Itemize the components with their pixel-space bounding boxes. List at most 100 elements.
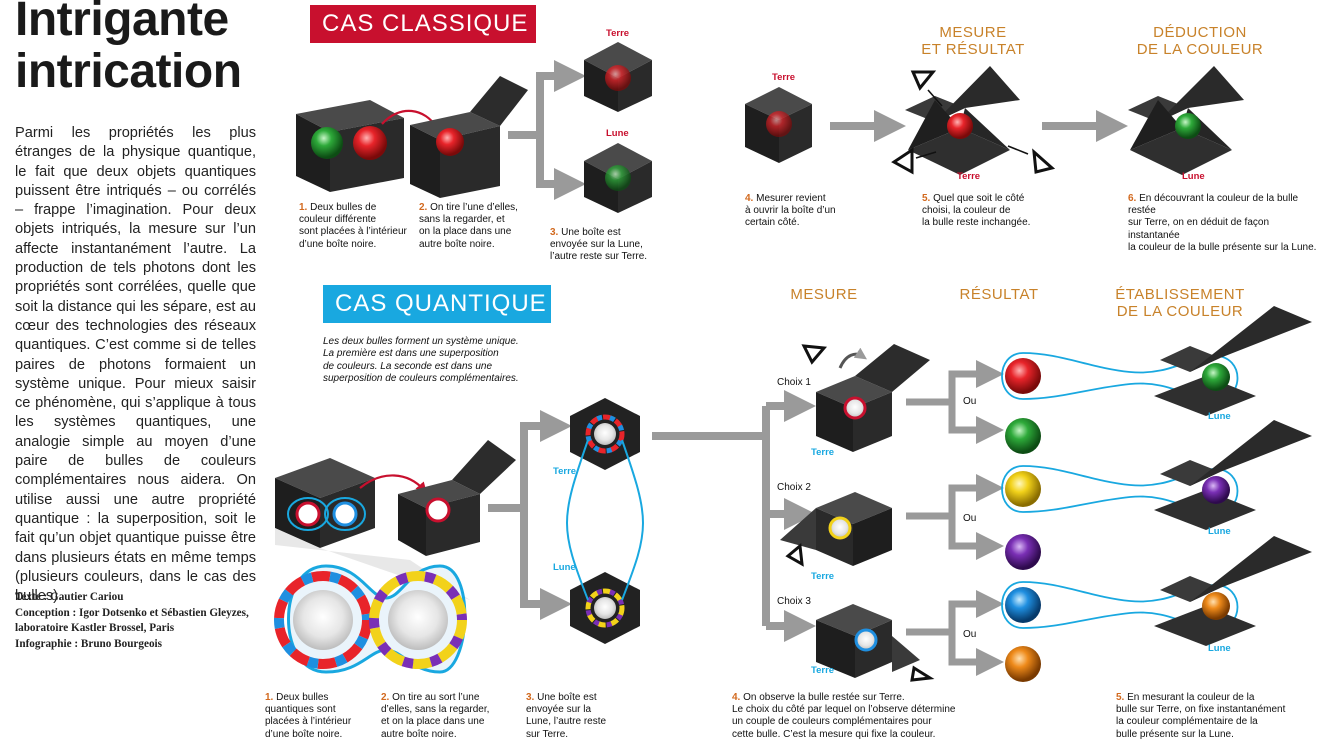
caption-line: bulle sur Terre, on fixe instantanément — [1116, 704, 1286, 716]
step-number: 4. — [732, 692, 741, 703]
quantum-caption-4: 4. On observe la bulle restée sur Terre.… — [732, 692, 972, 741]
description-line: superposition de couleurs complémentaire… — [323, 373, 519, 385]
choice-1-label: Choix 1 — [777, 377, 811, 388]
classic-opened-box-green — [1128, 66, 1244, 175]
step-number: 1. — [265, 692, 274, 703]
caption-line: autre boîte noire. — [381, 728, 457, 740]
caption-line: la bulle reste inchangée. — [922, 217, 1031, 229]
head-line: DÉDUCTION — [1153, 24, 1247, 41]
label-lune: Lune — [1208, 411, 1231, 422]
red-bubble — [353, 126, 387, 160]
quantum-box-two-bubbles — [275, 458, 375, 548]
label-terre: Terre — [811, 447, 835, 458]
quantum-head-establish: ÉTABLISSEMENT DE LA COULEUR — [1112, 286, 1248, 320]
caption-line: un couple de couleurs complémentaires po… — [732, 716, 932, 728]
red-transfer-arrow — [359, 474, 427, 494]
quantum-open-box — [398, 440, 516, 556]
classic-caption-4: 4. Mesurer revient à ouvrir la boîte d’u… — [745, 193, 855, 230]
label-terre: Terre — [606, 28, 630, 39]
classic-caption-6: 6. En découvrant la couleur de la bulle … — [1128, 193, 1323, 254]
yellow-bubble — [1005, 471, 1041, 507]
choice-2-label: Choix 2 — [777, 482, 811, 493]
eye-icon — [891, 70, 1056, 175]
caption-line: quantiques sont — [265, 704, 336, 716]
credit-concept-2: laboratoire Kastler Brossel, Paris — [15, 622, 175, 634]
step-number: 5. — [922, 193, 931, 204]
credits: Texte : Gautier Cariou Conception : Igor… — [15, 590, 265, 652]
caption-line: d’elles, sans la regarder, — [381, 704, 490, 716]
caption-line: On tire au sort l’une — [392, 692, 480, 703]
classic-earth-cube — [584, 42, 652, 112]
caption-line: envoyée sur la — [526, 704, 592, 716]
quantum-head-result: RÉSULTAT — [959, 286, 1039, 303]
result-fork-arrows — [906, 360, 1004, 676]
orange-bubble — [1005, 646, 1041, 682]
quantum-head-measure: MESURE — [790, 286, 858, 303]
caption-line: on la place dans une — [419, 226, 512, 238]
eye-icon — [785, 543, 804, 567]
classic-opened-box-red — [905, 66, 1020, 175]
label-lune: Lune — [606, 128, 629, 139]
step-number: 1. — [299, 202, 308, 213]
caption-line: à ouvrir la boîte d’un — [745, 205, 836, 217]
caption-line: Une boîte est — [537, 692, 597, 703]
choice3-cube — [816, 604, 920, 678]
or-label: Ou — [963, 396, 977, 407]
entanglement-link — [566, 439, 644, 601]
headline: Intrigante intrication — [15, 0, 275, 98]
label-lune: Lune — [1208, 643, 1231, 654]
headline-line-1: Intrigante — [15, 0, 229, 46]
red-bubble — [1005, 358, 1041, 394]
moon-box-orange — [1154, 536, 1312, 646]
quantum-caption-1: 1. Deux bulles quantiques sont placées à… — [265, 692, 375, 741]
credit-infographie: Infographie : Bruno Bourgeois — [15, 637, 163, 650]
step-number: 2. — [419, 202, 428, 213]
label-lune: Lune — [553, 562, 576, 573]
label-terre: Terre — [553, 466, 577, 477]
classic-head-measure: MESURE ET RÉSULTAT — [918, 24, 1028, 58]
head-line: ÉTABLISSEMENT — [1115, 286, 1245, 303]
caption-line: d’une boîte noire. — [299, 238, 377, 250]
caption-line: d’une boîte noire. — [265, 728, 343, 740]
purple-bubble — [1005, 534, 1041, 570]
classic-caption-3: 3. Une boîte est envoyée sur la Lune, l’… — [550, 227, 660, 264]
head-line: DE LA COULEUR — [1116, 303, 1244, 320]
description-line: La première est dans une superposition — [323, 348, 499, 360]
step-number: 2. — [381, 692, 390, 703]
head-line: MESURE — [939, 24, 1007, 41]
caption-line: bulle présente sur la Lune. — [1116, 728, 1234, 740]
caption-line: cette bulle. C’est la mesure qui fixe la… — [732, 728, 936, 740]
measure-fork-arrows — [652, 390, 816, 642]
choice1-cube — [816, 344, 930, 452]
choice2-cube — [780, 492, 892, 566]
quantum-caption-2: 2. On tire au sort l’une d’elles, sans l… — [381, 692, 511, 741]
or-label: Ou — [963, 629, 977, 640]
caption-line: et on la place dans une — [381, 716, 485, 728]
step-number: 3. — [526, 692, 535, 703]
quantum-moon-cube — [570, 572, 640, 644]
caption-line: Le choix du côté par lequel on l’observe… — [732, 704, 956, 716]
green-bubble — [1005, 418, 1041, 454]
caption-line: sans la regarder, et — [419, 214, 505, 226]
caption-line: En découvrant la couleur de la bulle res… — [1128, 193, 1299, 217]
classic-head-deduction: DÉDUCTION DE LA COULEUR — [1133, 24, 1267, 58]
caption-line: l’autre reste sur Terre. — [550, 251, 648, 263]
caption-line: certain côté. — [745, 217, 800, 229]
label-terre: Terre — [772, 72, 796, 83]
green-bubble — [311, 127, 343, 159]
quantum-fork-arrows — [488, 410, 572, 620]
step-number: 6. — [1128, 193, 1137, 204]
arrow — [915, 89, 1029, 159]
caption-line: sur Terre, on en déduit de façon instant… — [1128, 217, 1270, 241]
classic-case-tag: CAS CLASSIQUE — [310, 5, 536, 43]
caption-line: Deux bulles — [276, 692, 329, 703]
caption-line: Deux bulles de — [310, 202, 377, 213]
caption-line: On observe la bulle restée sur Terre. — [743, 692, 905, 703]
moon-box-green — [1154, 306, 1312, 416]
intro-paragraph: Parmi les propriétés les plus étranges d… — [15, 125, 256, 605]
step-number: 3. — [550, 227, 559, 238]
credit-text: Texte : Gautier Cariou — [15, 591, 124, 603]
caption-line: Une boîte est — [561, 227, 621, 238]
step-number: 4. — [745, 193, 754, 204]
